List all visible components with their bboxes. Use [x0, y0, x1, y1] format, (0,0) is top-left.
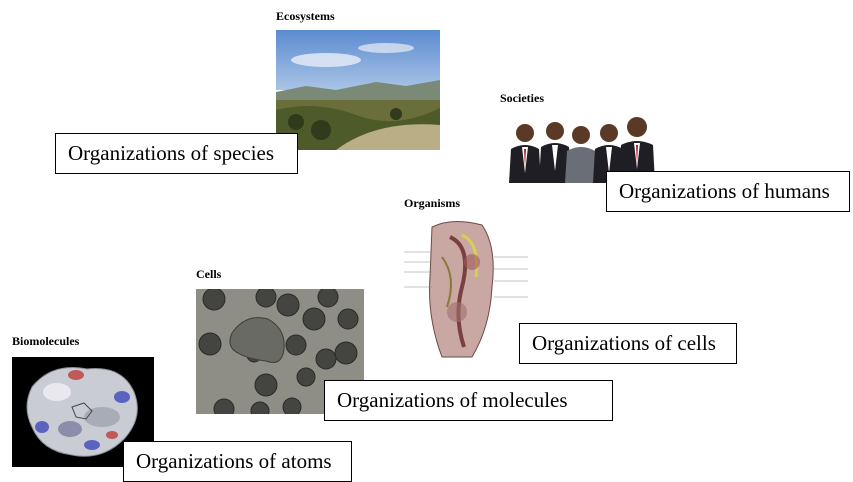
ecosystem-landscape-image [276, 30, 440, 150]
biomolecules-title: Biomolecules [12, 334, 80, 348]
societies-caption: Organizations of humans [606, 171, 850, 212]
ecosystems-title: Ecosystems [276, 9, 335, 23]
organisms-caption: Organizations of cells [519, 323, 737, 364]
societies-people-image [497, 113, 661, 183]
organisms-title: Organisms [404, 196, 461, 210]
biomolecule-surface-image [12, 357, 154, 467]
societies-title: Societies [500, 91, 544, 105]
biomolecules-caption: Organizations of atoms [123, 441, 352, 482]
organism-anatomy-image [402, 217, 530, 360]
ecosystems-caption: Organizations of species [55, 133, 298, 174]
cells-caption: Organizations of molecules [324, 380, 613, 421]
cells-title: Cells [196, 267, 222, 281]
